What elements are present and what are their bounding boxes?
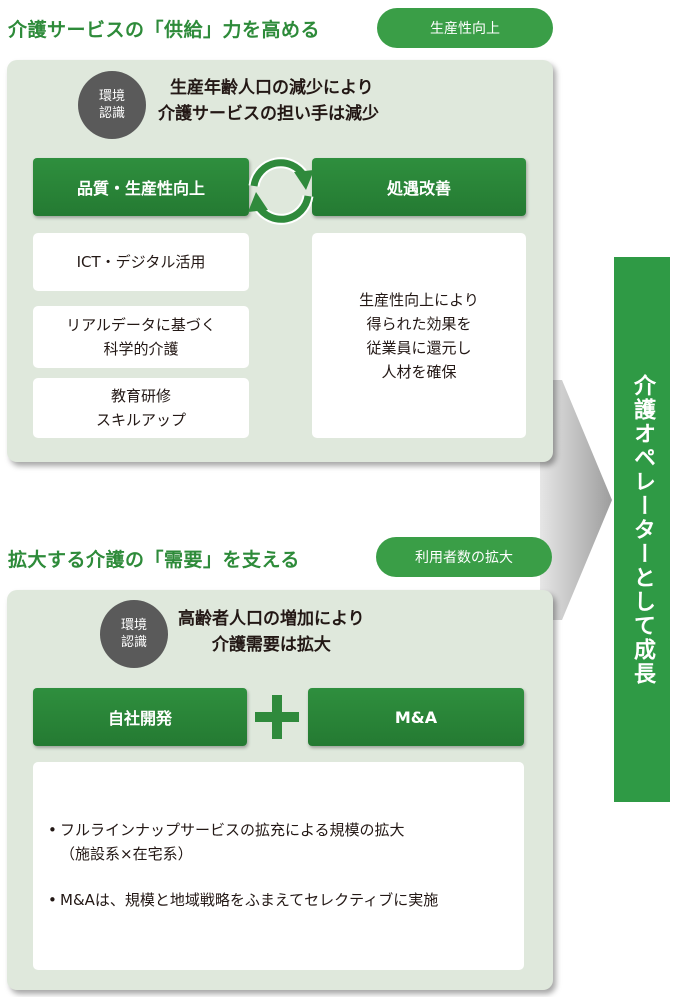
box-line: 人材を確保 (381, 362, 457, 381)
box-line: 生産性向上により (359, 290, 479, 309)
plus-icon (255, 695, 299, 739)
bullet-dot: • (48, 821, 57, 839)
compensation-header: 処遇改善 (312, 158, 526, 216)
ict-digital-box: ICT・デジタル活用 (33, 233, 249, 291)
bullet-line: （施設系×在宅系） (60, 845, 193, 863)
cycle-arrows-icon (248, 157, 314, 225)
context-line: 高齢者人口の増加により (178, 609, 365, 629)
bullet-item: • フルラインナップサービスの拡充による規模の拡大 （施設系×在宅系） (48, 818, 405, 866)
box-line: 教育研修 (110, 387, 171, 405)
context-line: 介護需要は拡大 (211, 635, 331, 655)
environment-badge: 環境 認識 (78, 71, 146, 139)
bullet-item: • M&Aは、規模と地域戦略をふまえてセレクティブに実施 (48, 888, 439, 912)
box-line: ICT・デジタル活用 (76, 253, 206, 271)
badge-line: 環境 (120, 618, 147, 633)
scientific-care-box: リアルデータに基づく 科学的介護 (33, 306, 249, 368)
compensation-detail-box: 生産性向上により 得られた効果を 従業員に還元し 人材を確保 (312, 233, 526, 438)
ma-header: M&A (308, 688, 524, 746)
box-line: スキルアップ (95, 411, 186, 429)
badge-line: 認識 (98, 106, 125, 121)
in-house-development-header: 自社開発 (33, 688, 247, 746)
bullet-dot: • (48, 891, 57, 909)
demand-context: 高齢者人口の増加により 介護需要は拡大 (178, 606, 365, 658)
user-growth-pill: 利用者数の拡大 (376, 537, 552, 577)
box-line: 従業員に還元し (366, 338, 472, 357)
badge-line: 認識 (120, 635, 147, 650)
badge-line: 環境 (98, 89, 125, 104)
bullet-line: M&Aは、規模と地域戦略をふまえてセレクティブに実施 (60, 891, 439, 909)
box-line: リアルデータに基づく (66, 316, 216, 334)
demand-heading: 拡大する介護の「需要」を支える (8, 549, 300, 571)
supply-heading: 介護サービスの「供給」力を高める (8, 19, 321, 41)
productivity-pill: 生産性向上 (377, 8, 553, 48)
environment-badge: 環境 認識 (100, 600, 168, 668)
right-arrow-icon (540, 380, 612, 620)
supply-context: 生産年齢人口の減少により 介護サービスの担い手は減少 (158, 75, 379, 127)
box-line: 科学的介護 (103, 340, 179, 358)
context-line: 生産年齢人口の減少により (170, 78, 374, 98)
demand-detail-box (33, 762, 524, 970)
quality-productivity-header: 品質・生産性向上 (33, 158, 249, 216)
bullet-line: フルラインナップサービスの拡充による規模の拡大 (60, 821, 405, 839)
context-line: 介護サービスの担い手は減少 (158, 104, 379, 124)
training-box: 教育研修 スキルアップ (33, 378, 249, 438)
outcome-label: 介護オペレーターとして成長 (614, 257, 670, 802)
box-line: 得られた効果を (366, 314, 472, 333)
